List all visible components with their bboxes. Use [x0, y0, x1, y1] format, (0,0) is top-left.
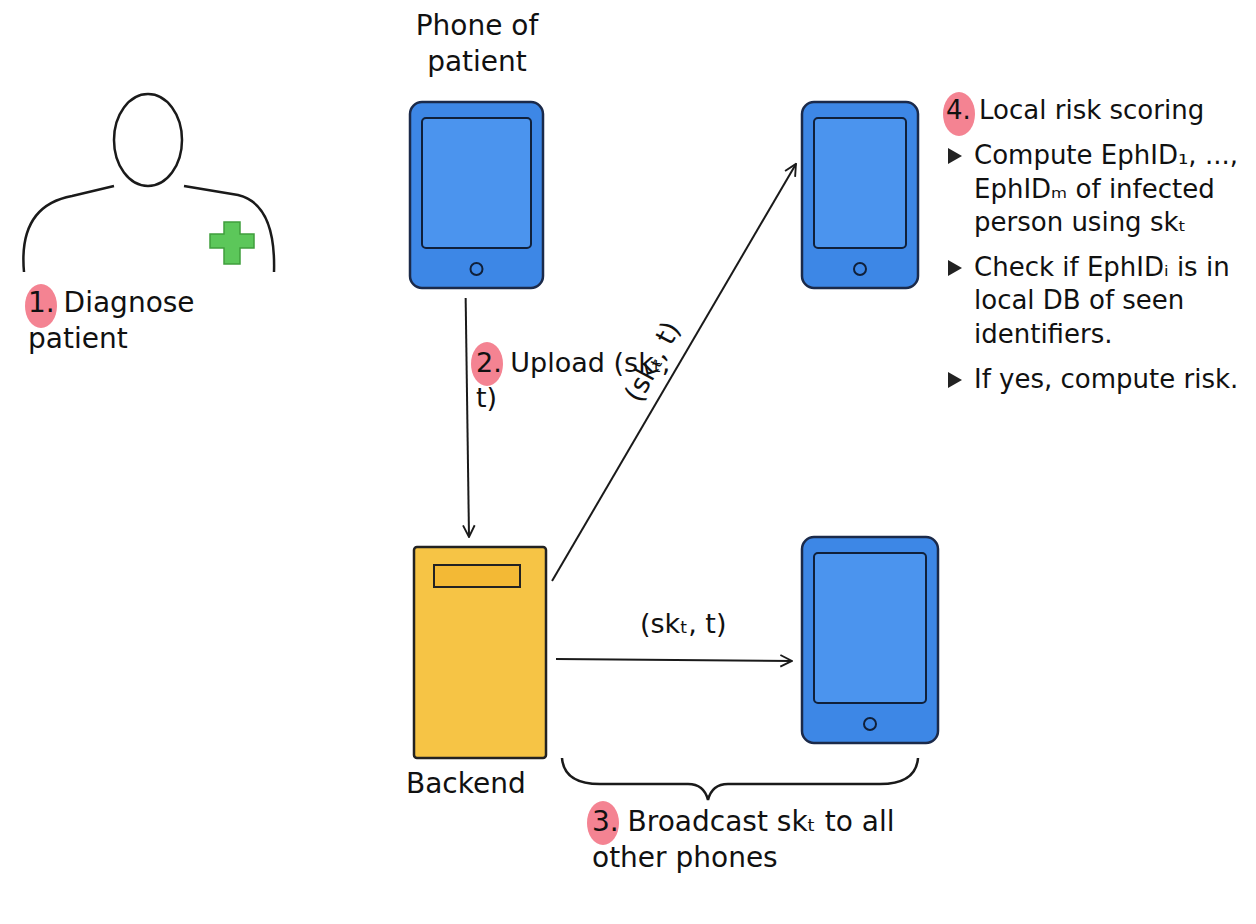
- phone-device: Phone of patient: [408, 100, 545, 290]
- brace: [562, 758, 918, 800]
- phone-shape: [800, 535, 940, 745]
- phone-shape: [800, 100, 920, 290]
- phone-shape: [408, 100, 545, 290]
- step-note: Check if EphIDᵢ is in local DB of seen i…: [946, 251, 1246, 351]
- server-shape: [412, 545, 548, 760]
- edge-label: (skₜ, t): [640, 606, 770, 641]
- text-column: Phone of patient: [382, 8, 572, 80]
- text-column: 4. Local risk scoringCompute EphID₁, ...…: [946, 94, 1246, 396]
- node-heading: Backend: [406, 766, 576, 802]
- node-heading: Phone of patient: [382, 8, 572, 80]
- patient-shoulder: [184, 186, 274, 272]
- arrow-connector: [466, 298, 469, 537]
- patient-shoulder: [23, 186, 114, 272]
- node-heading: 4. Local risk scoring: [946, 94, 1246, 127]
- phone-device: [800, 535, 940, 745]
- step-note: If yes, compute risk.: [946, 363, 1246, 396]
- medical-cross: [210, 222, 254, 264]
- step-label: 1. Diagnose patient: [28, 285, 258, 358]
- step-label: 3. Broadcast skₜ to all other phones: [592, 804, 962, 877]
- patient-head: [114, 94, 182, 186]
- phone-device: 4. Local risk scoringCompute EphID₁, ...…: [800, 100, 920, 290]
- text-column: Backend: [406, 766, 576, 802]
- step-note: Compute EphID₁, ..., EphIDₘ of infected …: [946, 139, 1246, 239]
- arrow-connector: [556, 659, 792, 661]
- backend-server: Backend: [412, 545, 548, 760]
